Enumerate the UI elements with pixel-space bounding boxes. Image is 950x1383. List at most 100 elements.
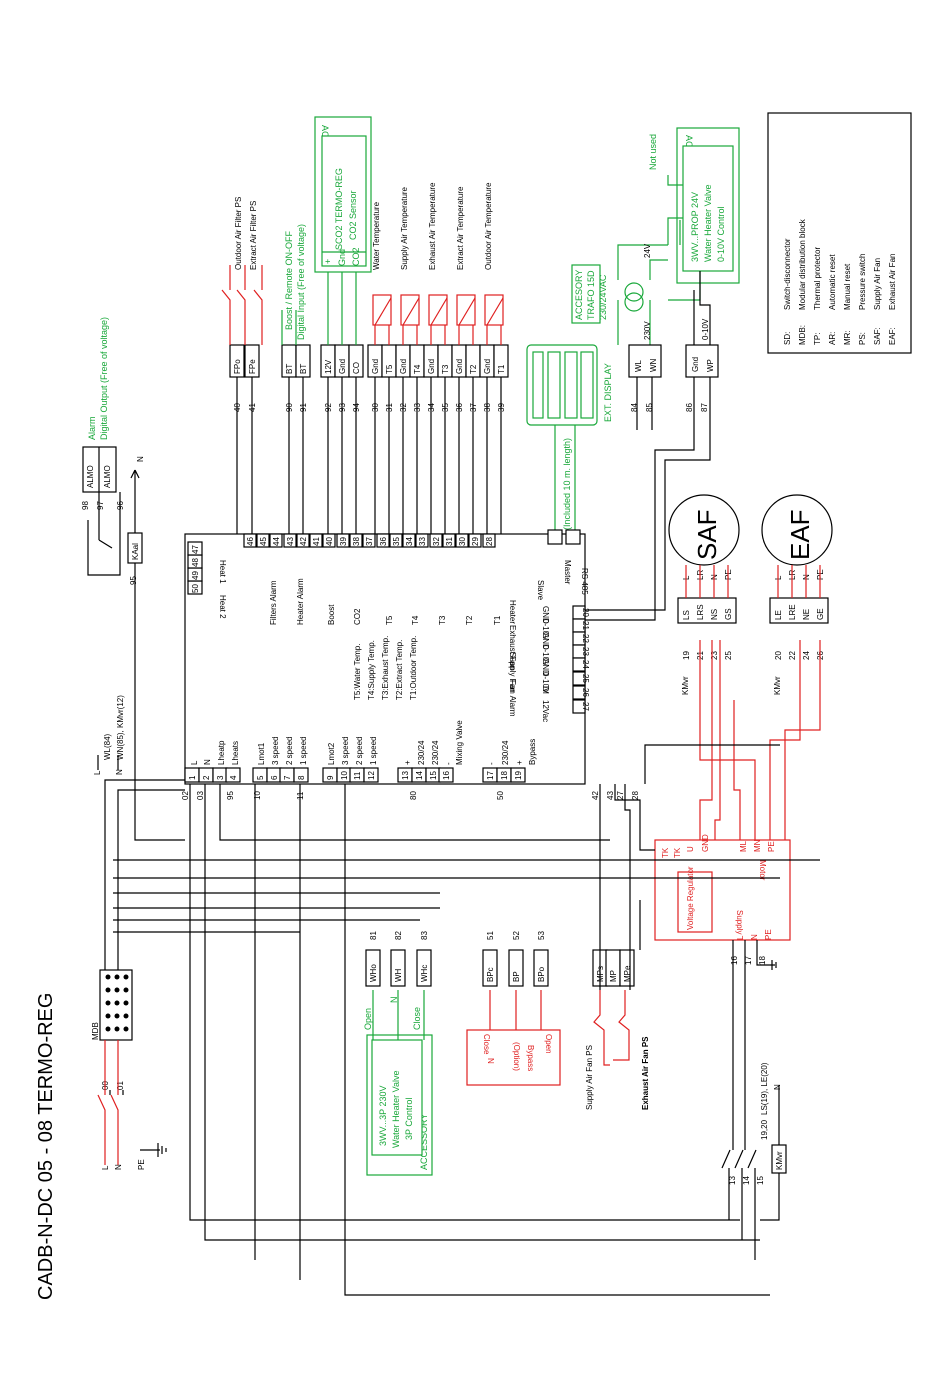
ctrl-top-label: Heater Alarm — [296, 578, 305, 625]
valve-prop: ACCESSORY 3WV...PROP 24V Water Heater Va… — [585, 127, 740, 621]
sensor-arrow — [402, 297, 420, 326]
sco2-sub: CO2 Sensor — [348, 190, 358, 240]
ctrl-bottom-term: 1 — [188, 775, 197, 780]
saf-term: 25 — [724, 651, 733, 660]
ctrl-top-label: T4 — [411, 615, 420, 625]
boost-label: Boost / Remote ON-OFF — [284, 230, 294, 330]
mdb-dot — [123, 974, 129, 980]
valve-prop-pin-gnd: Gnd — [691, 357, 700, 372]
input-pin: Gnd — [338, 359, 347, 374]
ctrl-bottom-term: 3 — [216, 775, 225, 780]
boost-sublabel: Digital Input (Free of voltage) — [296, 224, 306, 340]
power-pe: PE — [137, 1159, 146, 1170]
input-pin: BT — [299, 364, 308, 374]
valve-3p-pin: WH — [394, 968, 403, 982]
ctrl-right-group: Supply Fan — [508, 652, 517, 692]
valve-3p-terminal — [390, 949, 406, 987]
sd-switch: 13 14 15 LS(19), LE(20) 19,20 N KMvr — [721, 940, 787, 1260]
legend-desc: Switch-disconnector — [783, 238, 792, 310]
legend-desc: Thermal protector — [813, 247, 822, 310]
ctrl-top-label: Filters Alarm — [269, 580, 278, 625]
ctrl-top-cell — [283, 533, 297, 548]
ctrl-top-label: T3 — [438, 615, 447, 625]
diagram-title: CADB-N-DC 05 - 08 TERMO-REG — [35, 993, 57, 1300]
power-n: N — [114, 1164, 123, 1170]
ctrl-right-group: Heater — [508, 600, 517, 624]
ctrl-right-term: 20 — [581, 608, 590, 617]
wire-label: 03 — [196, 791, 205, 800]
ps-pin: MP — [609, 970, 618, 982]
ctrl-top-term: 43 — [286, 537, 295, 546]
mdb-dot — [123, 1013, 129, 1019]
ctrl-bottom-pin: Lmot1 — [257, 742, 266, 765]
ctrl-bottom-term: 8 — [297, 775, 306, 780]
legend-abbr: PS: — [858, 332, 867, 345]
svg-text:L: L — [93, 770, 102, 775]
ctrl-bottom-pin: 3 speed — [341, 737, 350, 765]
saf-fan — [668, 494, 740, 566]
saf-terminal-block — [677, 597, 737, 624]
input-pin: T1 — [497, 364, 506, 374]
sensor-resistor — [484, 294, 504, 326]
motor-pin: U — [686, 846, 695, 852]
eaf-term: 22 — [788, 651, 797, 660]
ctrl-right-group: Exhaust Fan — [508, 625, 517, 670]
valve-prop-term-87: 87 — [700, 403, 709, 412]
mdb-dot — [114, 1000, 120, 1006]
bypass-close: Close — [482, 1034, 491, 1055]
ctrl-bottom-term: 17 — [486, 771, 495, 780]
ctrl-right-pin: GND — [541, 658, 550, 676]
sensor-resistor — [372, 294, 392, 326]
input-pin: T4 — [413, 364, 422, 374]
input-label: Extract Air Filter PS — [249, 201, 258, 270]
mdb-dot — [105, 987, 111, 993]
bypass-n: N — [486, 1058, 495, 1064]
sensor-arrow — [458, 297, 476, 326]
valve-3p-terminal — [416, 949, 432, 987]
power-l: L — [101, 1165, 110, 1170]
ctrl-bottom-pin: + — [515, 760, 524, 765]
slave-label: Slave — [536, 580, 545, 601]
legend-desc: Automatic reset — [828, 254, 837, 310]
trafo-pin-wl: WL — [634, 359, 643, 372]
bypass-title: Bypass — [526, 1045, 535, 1071]
motor-supply: Supply — [735, 910, 744, 934]
valve-prop-term-86: 86 — [685, 403, 694, 412]
motor-pin: L — [736, 935, 745, 940]
ctrl-bottom-pin: Bypass — [528, 739, 537, 765]
sensor-arrow — [430, 297, 448, 326]
ctrl-bottom-pin: 1 speed — [369, 737, 378, 765]
sensor-resistor — [456, 294, 476, 326]
heat-label-1: Heat 1 — [218, 560, 227, 584]
ctrl-right-group: Fan Alarm — [508, 680, 517, 717]
ctrl-top-term: 36 — [379, 537, 388, 546]
ctrl-top-term: 39 — [339, 537, 348, 546]
mdb-dot — [114, 1026, 120, 1032]
controller-board — [184, 533, 586, 785]
sd-term-15: 15 — [756, 1176, 765, 1185]
exhaust-ps-label: Exhaust Air Fan PS — [641, 1036, 650, 1110]
mdb-dot — [105, 1026, 111, 1032]
input-pin: Gnd — [455, 359, 464, 374]
ctrl-top-term: 29 — [471, 537, 480, 546]
sco2-pin-co2: CO2 — [351, 247, 361, 266]
eaf-pin: GE — [816, 608, 825, 620]
alarm-term-97: 97 — [96, 501, 105, 510]
valve-3p-sub2: 3P Control — [404, 1098, 414, 1140]
eaf-terminal-block — [769, 597, 829, 624]
alarm-sublabel: Digital Output (Free of voltage) — [99, 317, 109, 440]
input-pin: T2 — [469, 364, 478, 374]
ctrl-bottom-term: 19 — [514, 771, 523, 780]
motor-term: 17 — [744, 956, 753, 965]
input-pin: T3 — [441, 364, 450, 374]
sd-1920-label: 19,20 — [760, 1119, 769, 1140]
ctrl-temp-label: T2:Extract Temp. — [395, 640, 404, 700]
ctrl-right-pin: 0-10V — [541, 672, 550, 694]
ctrl-top-term: 30 — [458, 537, 467, 546]
ctrl-bottom-pin: 3 speed — [271, 737, 280, 765]
eaf-term: 20 — [774, 651, 783, 660]
ctrl-top-term: 32 — [432, 537, 441, 546]
valve-3p-n: N — [389, 997, 399, 1004]
saf-term: 23 — [710, 651, 719, 660]
